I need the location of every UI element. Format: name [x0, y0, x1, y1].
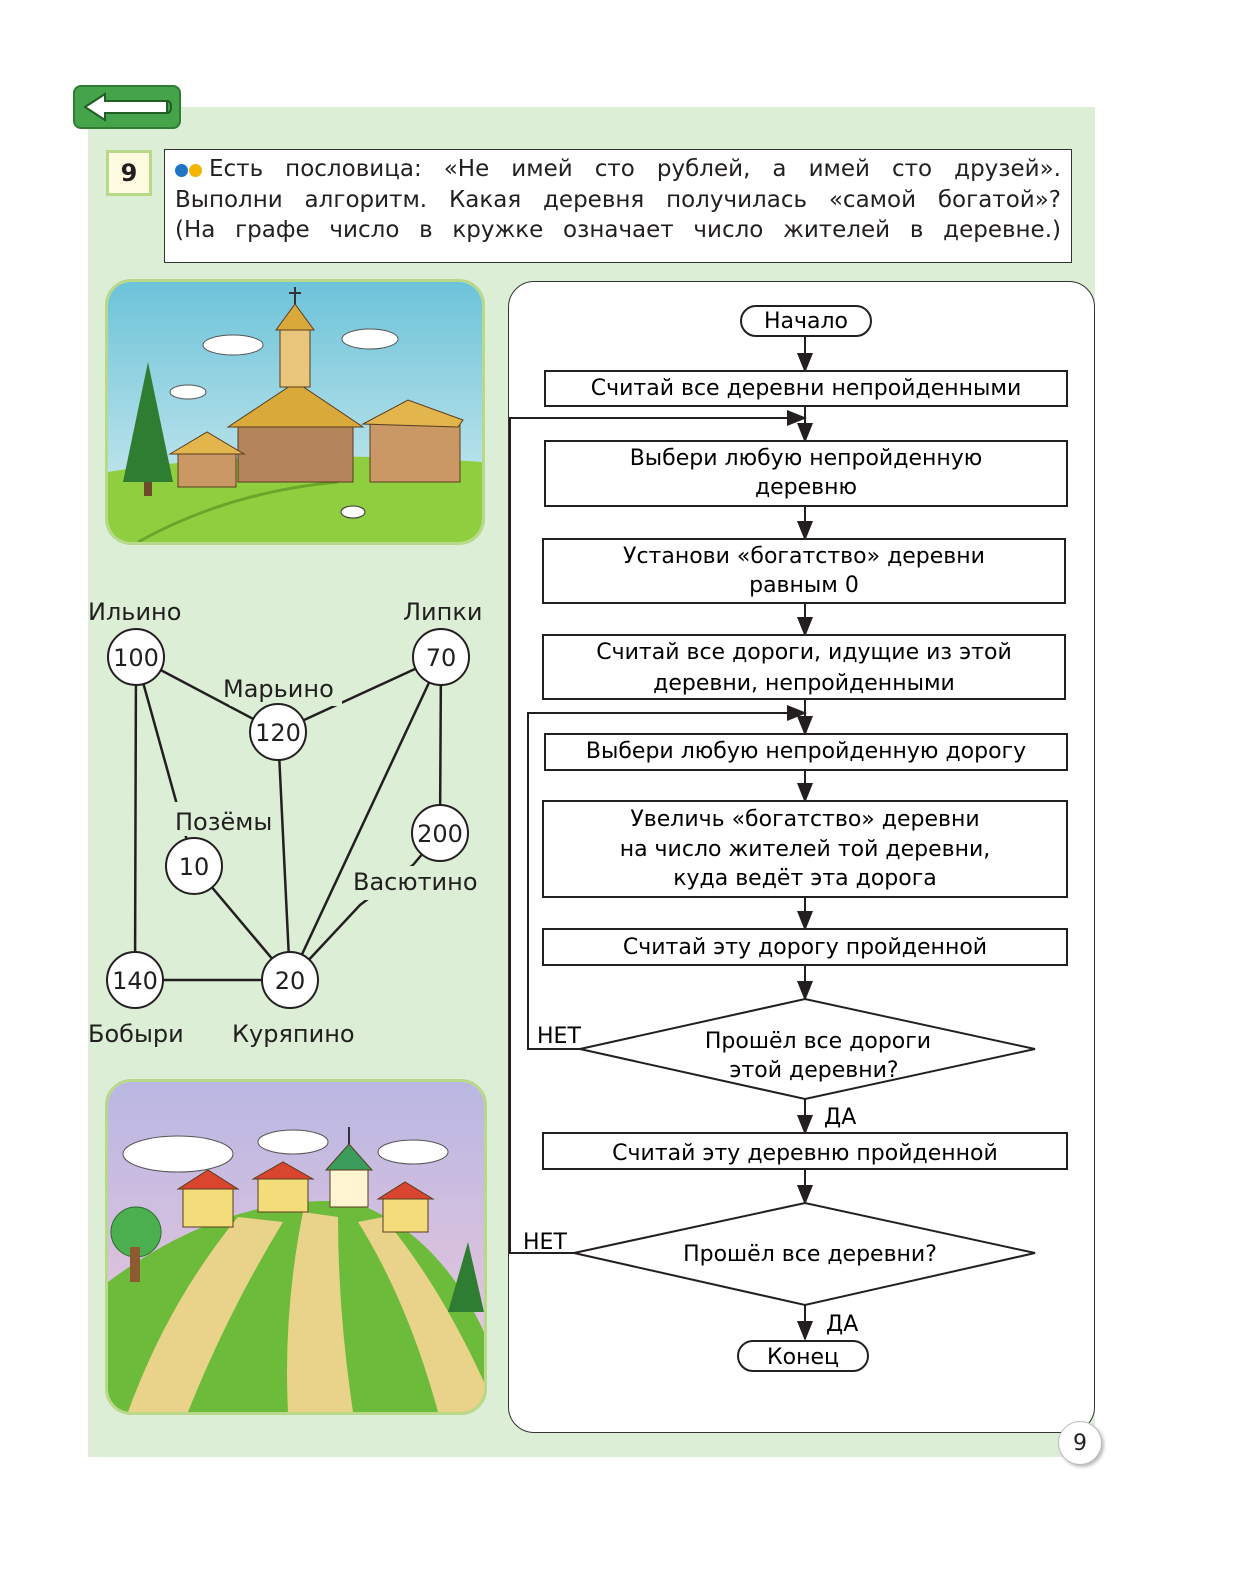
flowchart-step-mark-village-done: Считай эту деревню пройденной [542, 1132, 1068, 1170]
flowchart-step-reset-wealth: Установи «богатство» деревни равным 0 [542, 538, 1066, 604]
population-ilyino: 100 [113, 644, 159, 672]
road-lipki-kuryapino [288, 656, 443, 981]
task-line-3: (На графе число в кружке означает число … [175, 216, 1061, 243]
page-number: 9 [1058, 1421, 1102, 1465]
flowchart-step-mark-villages: Считай все деревни непройденными [544, 370, 1068, 407]
back-arrow-button[interactable] [73, 85, 181, 129]
svg-text:Начало: Начало [764, 309, 848, 334]
population-marino: 120 [255, 719, 301, 747]
task-number: 9 [106, 150, 152, 196]
svg-text:Прошёл все дороги: Прошёл все дороги [705, 1029, 931, 1054]
no-label-1: НЕТ [537, 1024, 581, 1049]
village-bobyri: 140 Бобыри [88, 951, 184, 1048]
no-label-2: НЕТ [523, 1230, 567, 1255]
task-statement: Есть пословица: «Не имей сто рублей, а и… [164, 149, 1072, 263]
village-vasyutino: 200 Васютино [353, 804, 478, 896]
label-vasyutino: Васютино [353, 868, 478, 896]
label-marino: Марьино [223, 675, 334, 703]
flowchart-step-mark-roads: Считай все дороги, идущие из этой деревн… [542, 634, 1066, 700]
flowchart-step-add-population: Увеличь «богатство» деревни на число жит… [542, 800, 1068, 898]
task-line-1: Есть пословица: «Не имей сто рублей, а и… [175, 154, 1061, 185]
flowchart-step-mark-road-done: Считай эту дорогу пройденной [542, 928, 1068, 966]
flowchart-decision-all-villages: Прошёл все деревни? НЕТ ДА [523, 1201, 1036, 1337]
svg-text:Выбери любую непройденную: Выбери любую непройденную [630, 446, 983, 471]
svg-text:Установи «богатство» деревни: Установи «богатство» деревни [623, 544, 985, 569]
svg-text:Считай эту дорогу пройденной: Считай эту дорогу пройденной [623, 935, 987, 960]
flowchart: Начало Считай все деревни непройденными … [509, 305, 1068, 1372]
road-lipki-marino [277, 655, 442, 734]
population-lipki: 70 [426, 644, 457, 672]
svg-text:Увеличь «богатство» деревни: Увеличь «богатство» деревни [630, 807, 979, 832]
road-lipki-vasyutino [438, 656, 443, 834]
village-marino: 120 Марьино [223, 675, 334, 761]
svg-text:Конец: Конец [767, 1345, 839, 1370]
svg-text:деревни, непройденными: деревни, непройденными [653, 671, 955, 696]
svg-text:на число жителей той деревни,: на число жителей той деревни, [620, 837, 991, 862]
population-vasyutino: 200 [417, 820, 463, 848]
svg-text:Считай эту деревню пройденной: Считай эту деревню пройденной [612, 1141, 998, 1166]
population-pozemy: 10 [179, 853, 210, 881]
difficulty-dots-icon [175, 155, 203, 185]
label-bobyri: Бобыри [88, 1020, 184, 1048]
yes-label-1: ДА [824, 1105, 856, 1130]
village-hill-illustration [105, 1079, 487, 1415]
svg-text:Считай все деревни непройденны: Считай все деревни непройденными [591, 376, 1022, 401]
svg-text:Выбери любую непройденную доро: Выбери любую непройденную дорогу [586, 739, 1026, 764]
svg-text:равным 0: равным 0 [749, 573, 859, 598]
flowchart-end: Конец [737, 1340, 869, 1372]
village-graph: 100 Ильино 70 Липки 120 Марьино 10 Позём… [88, 598, 482, 1048]
label-lipki: Липки [403, 598, 482, 626]
village-lipki: 70 Липки [403, 598, 482, 686]
flowchart-step-pick-village: Выбери любую непройденную деревню [544, 440, 1068, 507]
flowchart-step-pick-road: Выбери любую непройденную дорогу [544, 733, 1068, 771]
task-text-1: Есть пословица: «Не имей сто рублей, а и… [209, 156, 1061, 182]
task-line-2: Выполни алгоритм. Какая деревня получила… [175, 186, 1061, 213]
svg-text:деревню: деревню [755, 475, 857, 500]
arrow-left-icon [83, 92, 173, 122]
label-ilyino: Ильино [88, 598, 181, 626]
svg-text:Считай все дороги, идущие из э: Считай все дороги, идущие из этой [596, 640, 1012, 665]
population-bobyri: 140 [112, 967, 158, 995]
road-marino-kuryapino [276, 731, 292, 981]
village-church-illustration [105, 279, 485, 545]
village-ilyino: 100 Ильино [88, 598, 181, 686]
yes-label-2: ДА [826, 1312, 858, 1337]
flowchart-decision-all-roads: Прошёл все дороги этой деревни? НЕТ ДА [537, 997, 1036, 1130]
svg-text:этой деревни?: этой деревни? [729, 1058, 898, 1083]
road-ilyino-bobyri [133, 656, 138, 981]
label-kuryapino: Куряпино [232, 1020, 355, 1048]
road-vasyutino-kuryapino [289, 832, 441, 981]
village-kuryapino: 20 Куряпино [232, 951, 355, 1048]
population-kuryapino: 20 [275, 967, 306, 995]
svg-text:Прошёл все деревни?: Прошёл все деревни? [683, 1242, 937, 1267]
flowchart-start: Начало [740, 305, 872, 337]
svg-text:куда ведёт эта дорога: куда ведёт эта дорога [673, 866, 937, 891]
village-pozemy: 10 Позёмы [165, 808, 272, 895]
label-pozemy: Позёмы [175, 808, 272, 836]
